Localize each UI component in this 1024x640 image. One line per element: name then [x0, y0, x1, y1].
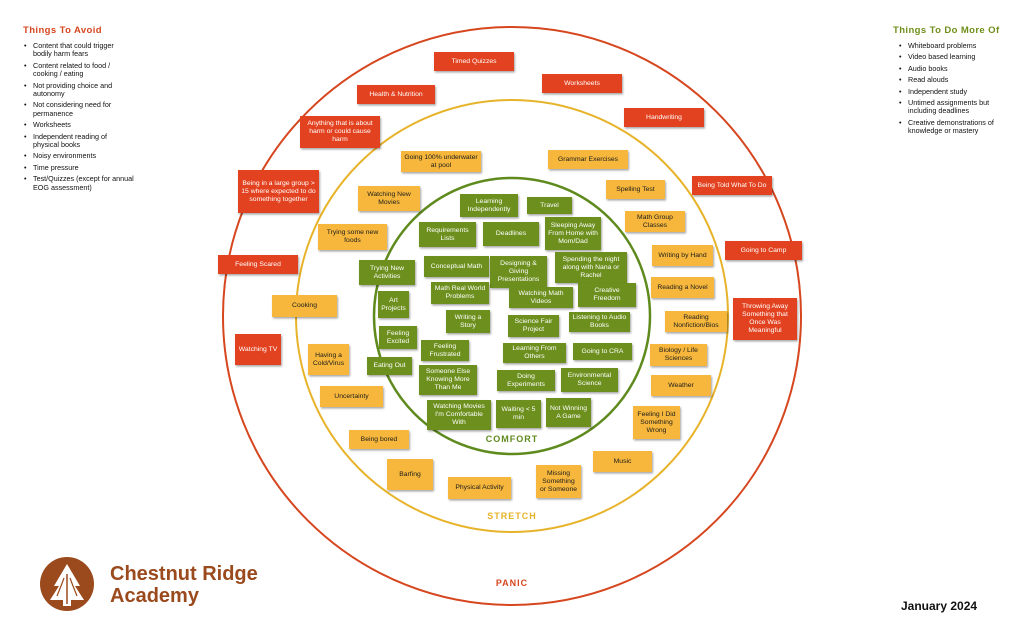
comfort-note: Eating Out	[367, 357, 412, 375]
list-item: Independent study	[899, 87, 999, 97]
comfort-note: Travel	[527, 197, 572, 214]
stretch-note: Reading Nonfiction/Bios	[665, 311, 727, 332]
comfort-note: Trying New Activities	[359, 260, 415, 285]
stretch-note: Watching New Movies	[358, 186, 420, 211]
comfort-note: Learning From Others	[503, 343, 566, 363]
comfort-note: Requirements Lists	[419, 222, 476, 247]
stretch-note: Grammar Exercises	[548, 150, 628, 169]
comfort-note: Learning Independently	[460, 194, 518, 217]
comfort-note: Watching Movies I'm Comfortable With	[427, 400, 491, 430]
panic-zone-label: PANIC	[495, 578, 529, 588]
comfort-note: Designing & Giving Presentations	[490, 256, 547, 288]
panic-note: Watching TV	[235, 334, 281, 365]
list-item: Test/Quizzes (except for annual EOG asse…	[24, 175, 134, 192]
comfort-note: Spending the night along with Nana or Ra…	[555, 252, 627, 283]
stretch-note: Uncertainty	[320, 386, 383, 407]
stretch-note: Spelling Test	[606, 180, 665, 199]
avoid-list: Content that could trigger bodily harm f…	[24, 41, 134, 195]
comfort-note: Watching Math Videos	[509, 287, 573, 308]
org-name-line1: Chestnut Ridge	[110, 563, 258, 585]
list-item: Time pressure	[24, 163, 134, 173]
panic-note: Throwing Away Something that Once Was Me…	[733, 298, 797, 340]
panic-note: Being Told What To Do	[692, 176, 772, 195]
list-item: Read alouds	[899, 75, 999, 85]
comfort-note: Waiting < 5 min	[496, 400, 541, 428]
stretch-note: Cooking	[272, 295, 337, 317]
chestnut-logo-icon	[40, 557, 94, 611]
list-item: Content that could trigger bodily harm f…	[24, 41, 134, 59]
panic-ring	[222, 26, 802, 606]
list-item: Video based learning	[899, 52, 999, 62]
stretch-note: Biology / Life Sciences	[650, 344, 707, 366]
stretch-zone-label: STRETCH	[487, 511, 537, 521]
comfort-zone-label: COMFORT	[485, 434, 539, 444]
list-item: Whiteboard problems	[899, 41, 999, 51]
panic-note: Being in a large group > 15 where expect…	[238, 170, 319, 213]
date-label: January 2024	[901, 599, 978, 613]
comfort-note: Doing Experiments	[497, 370, 555, 391]
comfort-ring	[372, 176, 652, 456]
stretch-note: Trying some new foods	[318, 224, 387, 250]
list-item: Audio books	[899, 64, 999, 74]
stretch-note: Physical Activity	[448, 477, 511, 499]
list-item: Content related to food / cooking / eati…	[24, 61, 134, 79]
avoid-title: Things To Avoid	[23, 25, 102, 36]
comfort-note: Creative Freedom	[578, 283, 636, 307]
comfort-note: Sleeping Away From Home with Mom/Dad	[545, 217, 601, 250]
list-item: Worksheets	[24, 120, 134, 130]
panic-note: Anything that is about harm or could cau…	[300, 116, 380, 148]
comfort-note: Feeling Frustrated	[421, 340, 469, 361]
comfort-note: Science Fair Project	[508, 315, 559, 337]
comfort-note: Art Projects	[378, 291, 409, 318]
comfort-note: Writing a Story	[446, 310, 490, 333]
panic-note: Handwriting	[624, 108, 704, 127]
stretch-note: Writing by Hand	[652, 245, 713, 266]
stretch-note: Going 100% underwater at pool	[401, 151, 481, 172]
panic-note: Worksheets	[542, 74, 622, 93]
comfort-note: Math Real World Problems	[431, 282, 489, 304]
panic-note: Health & Nutrition	[357, 85, 435, 104]
stretch-note: Math Group Classes	[625, 211, 685, 232]
list-item: Untimed assignments but including deadli…	[899, 98, 999, 116]
panic-note: Timed Quizzes	[434, 52, 514, 71]
comfort-note: Going to CRA	[573, 343, 632, 360]
panic-note: Going to Camp	[725, 241, 802, 260]
stretch-note: Reading a Novel	[651, 277, 714, 298]
comfort-note: Feeling Excited	[379, 326, 417, 349]
stretch-note: Missing Something or Someone	[536, 465, 581, 498]
comfort-note: Environmental Science	[561, 368, 618, 392]
org-name-line2: Academy	[110, 585, 199, 607]
panic-note: Feeling Scared	[218, 255, 298, 274]
comfort-note: Deadlines	[483, 222, 539, 246]
comfort-note: Conceptual Math	[424, 256, 489, 277]
list-item: Not considering need for permanence	[24, 101, 134, 118]
stretch-note: Music	[593, 451, 652, 472]
stretch-note: Being bored	[349, 430, 409, 449]
comfort-note: Someone Else Knowing More Than Me	[419, 365, 477, 395]
do-more-list: Whiteboard problems Video based learning…	[899, 41, 999, 139]
org-name: Chestnut Ridge Academy	[110, 563, 258, 607]
list-item: Not providing choice and autonomy	[24, 81, 134, 99]
list-item: Noisy environments	[24, 152, 134, 162]
stretch-note: Feeling I Did Something Wrong	[633, 406, 680, 439]
stretch-note: Weather	[651, 375, 711, 396]
list-item: Creative demonstrations of knowledge or …	[899, 118, 999, 136]
comfort-note: Listening to Audio Books	[569, 312, 630, 332]
do-more-title: Things To Do More Of	[893, 25, 1000, 36]
stretch-note: Barfing	[387, 459, 433, 490]
stretch-note: Having a Cold/Virus	[308, 344, 349, 375]
comfort-note: Not Winning A Game	[546, 398, 591, 427]
list-item: Independent reading of physical books	[24, 132, 134, 150]
